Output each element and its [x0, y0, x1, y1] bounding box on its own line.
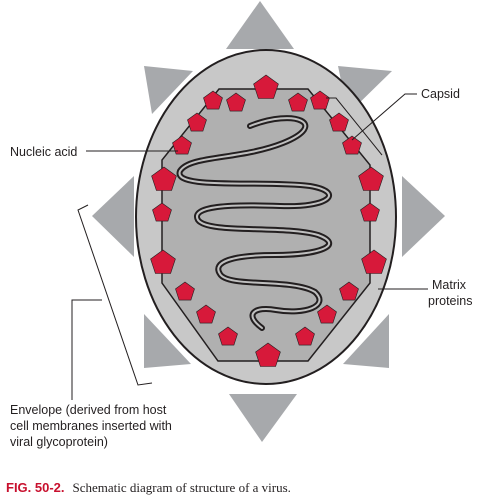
envelope-label-line2: cell membranes inserted with: [10, 419, 172, 433]
spike-mid-right: [402, 176, 445, 257]
capsid-leader: [351, 93, 417, 141]
capsomere: [218, 326, 238, 346]
capsomere: [226, 92, 246, 112]
caption-text: Schematic diagram of structure of a viru…: [72, 480, 291, 495]
capsomere: [203, 90, 223, 110]
matrix-label-line1: Matrix: [432, 278, 467, 292]
capsomere: [310, 90, 330, 110]
capsomeres: [150, 74, 387, 367]
spike-top: [226, 1, 294, 49]
capsomere: [317, 304, 337, 324]
capsomere: [360, 202, 380, 222]
envelope-label-line1: Envelope (derived from host: [10, 403, 167, 417]
capsomere: [152, 202, 172, 222]
capsomere: [329, 112, 349, 132]
capsomere: [196, 304, 216, 324]
capsomere: [295, 326, 315, 346]
spike-mid-left: [92, 176, 134, 257]
capsomere: [187, 112, 207, 132]
capsid-bracket: [326, 97, 383, 156]
spike-lower-left: [144, 314, 191, 368]
capsomere: [361, 249, 387, 274]
figure-number: FIG. 50-2.: [6, 480, 65, 495]
envelope-bracket: [77, 204, 153, 386]
nucleic-acid-label: Nucleic acid: [10, 145, 77, 159]
glycoprotein-spikes: [92, 1, 445, 442]
capsomere: [288, 92, 308, 112]
capsomere: [175, 281, 195, 301]
envelope-label-line3: viral glycoprotein): [10, 435, 108, 449]
capsomere: [172, 135, 192, 155]
spike-upper-left: [144, 66, 193, 114]
spike-lower-right: [343, 314, 389, 368]
matrix-label-line2: proteins: [428, 294, 472, 308]
capsid-label: Capsid: [421, 87, 460, 101]
leader-lines: [71, 93, 428, 400]
nucleic-acid-strand-core: [178, 117, 331, 329]
capsomere: [253, 74, 279, 99]
figure-caption: FIG. 50-2. Schematic diagram of structure…: [6, 480, 491, 496]
capsomere: [150, 249, 176, 274]
capsomere: [339, 281, 359, 301]
capsomere: [358, 166, 384, 191]
capsomere: [151, 166, 177, 191]
capsomere: [342, 135, 362, 155]
spike-bottom: [229, 394, 297, 442]
envelope-leader: [71, 299, 102, 400]
capsomere: [255, 342, 281, 367]
